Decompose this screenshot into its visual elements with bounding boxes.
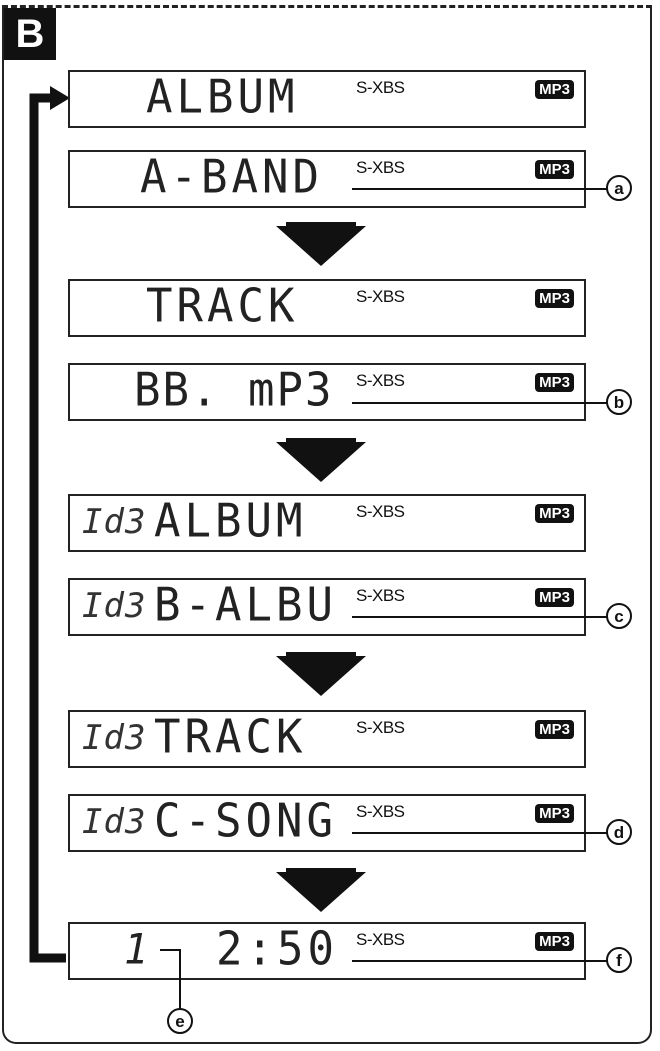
id3-label: Id3 — [82, 718, 147, 758]
callout-line-c — [352, 616, 608, 618]
down-arrow — [276, 438, 366, 482]
callout-line-d — [352, 832, 608, 834]
callout-e: e — [167, 1008, 193, 1034]
sxbs-indicator: S-XBS — [356, 371, 405, 390]
callout-line-a — [352, 188, 608, 190]
callout-c: c — [606, 603, 632, 629]
display-text: B-ALBU — [154, 578, 337, 633]
display-panel-album: ALBUM S-XBS MP3 — [68, 70, 586, 128]
display-panel-id3-track: Id3 TRACK S-XBS MP3 — [68, 710, 586, 768]
display-text: ALBUM — [154, 494, 307, 549]
section-badge: B — [4, 8, 56, 60]
mp3-indicator: MP3 — [535, 373, 574, 392]
display-panel-id3-song: Id3 C-SONG S-XBS MP3 — [68, 794, 586, 852]
display-panel-id3-album-name: Id3 B-ALBU S-XBS MP3 — [68, 578, 586, 636]
display-text: A-BAND — [140, 150, 323, 205]
display-panel-id3-album: Id3 ALBUM S-XBS MP3 — [68, 494, 586, 552]
callout-line-f — [352, 960, 608, 962]
display-text: 2:50 — [216, 922, 338, 977]
id3-label: Id3 — [82, 586, 147, 626]
callout-f: f — [606, 947, 632, 973]
sxbs-indicator: S-XBS — [356, 930, 405, 949]
id3-label: Id3 — [82, 502, 147, 542]
display-text: C-SONG — [154, 794, 337, 849]
sxbs-indicator: S-XBS — [356, 78, 405, 97]
display-text: TRACK — [154, 710, 307, 765]
track-number: 1 — [124, 925, 153, 975]
mp3-indicator: MP3 — [535, 504, 574, 523]
callout-line-b — [352, 402, 608, 404]
display-panel-track: TRACK S-XBS MP3 — [68, 279, 586, 337]
mp3-indicator: MP3 — [535, 720, 574, 739]
callout-b: b — [606, 389, 632, 415]
down-arrow — [276, 652, 366, 696]
mp3-indicator: MP3 — [535, 160, 574, 179]
mp3-indicator: MP3 — [535, 289, 574, 308]
sxbs-indicator: S-XBS — [356, 586, 405, 605]
mp3-indicator: MP3 — [535, 80, 574, 99]
sxbs-indicator: S-XBS — [356, 802, 405, 821]
display-panel-a-band: A-BAND S-XBS MP3 — [68, 150, 586, 208]
callout-a: a — [606, 175, 632, 201]
sxbs-indicator: S-XBS — [356, 287, 405, 306]
display-panel-filename: BB. mP3 S-XBS MP3 — [68, 363, 586, 421]
sxbs-indicator: S-XBS — [356, 158, 405, 177]
mp3-indicator: MP3 — [535, 588, 574, 607]
display-panel-time: 1 2:50 S-XBS MP3 — [68, 922, 586, 980]
down-arrow — [276, 222, 366, 266]
display-text: BB. mP3 — [134, 363, 334, 418]
mp3-indicator: MP3 — [535, 932, 574, 951]
frame-border — [2, 6, 652, 1044]
mp3-indicator: MP3 — [535, 804, 574, 823]
frame-dashed-top — [2, 5, 652, 8]
display-text: ALBUM — [146, 70, 299, 125]
id3-label: Id3 — [82, 802, 147, 842]
display-text: TRACK — [146, 279, 299, 334]
sxbs-indicator: S-XBS — [356, 718, 405, 737]
sxbs-indicator: S-XBS — [356, 502, 405, 521]
callout-d: d — [606, 819, 632, 845]
down-arrow — [276, 868, 366, 912]
